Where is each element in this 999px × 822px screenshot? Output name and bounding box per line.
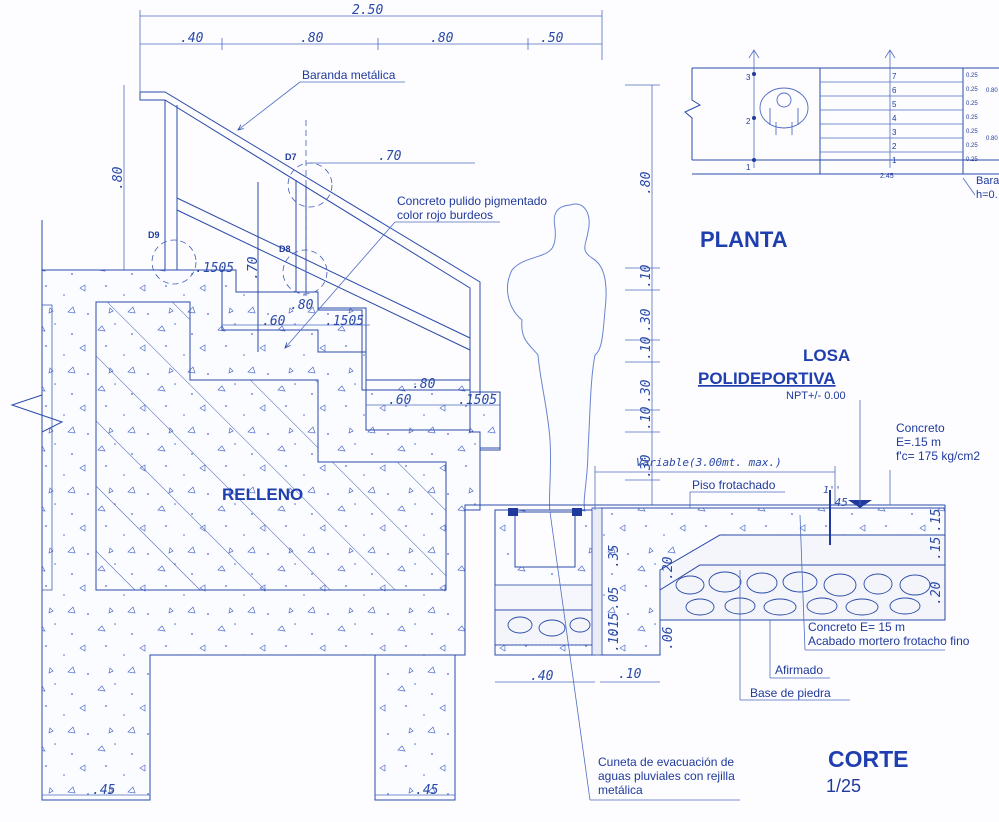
dim-g-10b: .10 — [618, 667, 642, 682]
note-base-piedra: Base de piedra — [750, 686, 831, 700]
plan-baranda-2: h=0. — [976, 189, 998, 201]
dim-d7-70: .70 — [378, 149, 402, 164]
npt-label: NPT+/- 0.00 — [786, 390, 846, 402]
plan-dim-245: 2.45 — [880, 173, 894, 180]
plan-axis-1: 1 — [746, 163, 751, 172]
note-concreto-pulido-2: color rojo burdeos — [397, 208, 493, 222]
plan-dim-e: 0.25 — [966, 129, 978, 135]
plan-step-3: 3 — [892, 128, 897, 137]
plan-dim-b: 0.25 — [966, 87, 978, 93]
title-planta: PLANTA — [700, 227, 788, 252]
note-concreto-bottom-1: Concreto E= 15 m — [808, 620, 905, 634]
dim-r-30a: .30 — [639, 308, 654, 332]
dim-g-40: .40 — [530, 669, 554, 684]
plan-step-2: 2 — [892, 142, 897, 151]
detail-d7-circle — [287, 162, 333, 208]
dim-step-80a: .80 — [290, 298, 314, 313]
note-cuneta-1: Cuneta de evacuación de — [598, 755, 734, 769]
dim-r-30b: .30 — [639, 379, 654, 403]
dim-c-45: .45 — [828, 496, 848, 509]
dim-variable: Variable(3.00mt. max.) — [636, 456, 782, 469]
title-corte: CORTE — [828, 746, 909, 772]
metal-railing — [139, 91, 481, 395]
dim-step-60b: .60 — [388, 393, 412, 408]
detail-d9-circle — [151, 239, 197, 285]
dim-step-1505b: .1505 — [458, 393, 497, 408]
dim-right-80: .80 — [639, 171, 654, 195]
detail-d7-label: D7 — [285, 152, 297, 162]
plan-axis-2: 2 — [746, 117, 751, 126]
corte-scale: 1/25 — [826, 776, 861, 796]
plan-step-7: 7 — [892, 72, 897, 81]
note-piso: Piso frotachado — [692, 478, 776, 492]
dim-step-1505a: .1505 — [325, 314, 364, 329]
dim-80b: .80 — [430, 31, 454, 46]
dim-step-80b: .80 — [412, 377, 436, 392]
dim-r-10a: .10 — [639, 264, 654, 288]
dim-f-45a: .45 — [92, 783, 116, 798]
human-figure — [507, 203, 607, 513]
dim-step-60a: .60 — [262, 314, 286, 329]
dim-f-45b: .45 — [415, 783, 439, 798]
dim-g-35: .35 — [607, 544, 622, 568]
note-baranda: Baranda metálica — [302, 68, 396, 82]
dim-40: .40 — [180, 31, 204, 46]
plan-dim-c: 0.25 — [966, 101, 978, 107]
plan-dim-g: 0.25 — [966, 157, 978, 163]
plan-dim-d: 0.25 — [966, 115, 978, 121]
note-cuneta-2: aguas pluviales con rejilla — [598, 769, 735, 783]
plan-step-1: 1 — [892, 156, 897, 165]
dim-c-20: .20 — [929, 581, 944, 605]
dim-g-05: .05 — [607, 586, 622, 610]
dim-c-15b: .15 — [929, 536, 944, 560]
dim-g-20: .20 — [661, 556, 676, 580]
title-losa: LOSA — [803, 346, 850, 365]
dim-50: .50 — [540, 31, 564, 46]
dim-g-06: .06 — [661, 626, 676, 650]
title-relleno: RELLENO — [222, 485, 303, 504]
plan-dim-a: 0.25 — [966, 73, 978, 79]
note-concreto-right-3: f'c= 175 kg/cm2 — [896, 449, 980, 463]
dim-total-top: 2.50 — [352, 3, 383, 18]
note-afirmado: Afirmado — [775, 663, 823, 677]
note-cuneta-3: metálica — [598, 783, 643, 797]
note-concreto-bottom-2: Acabado mortero frotacho fino — [808, 634, 970, 648]
dim-g-10: .10 — [607, 628, 622, 652]
dim-c-15a: .15 — [929, 508, 944, 532]
plan-step-6: 6 — [892, 86, 897, 95]
note-concreto-right-1: Concreto — [896, 421, 945, 435]
dim-v-70: .70 — [246, 256, 261, 280]
dim-g-15: .15 — [607, 612, 622, 636]
dim-c-1: 1'' — [823, 485, 841, 496]
dim-d9-1505: .1505 — [195, 261, 234, 276]
dim-left-80: .80 — [111, 166, 126, 190]
plan-step-5: 5 — [892, 100, 897, 109]
plan-step-4: 4 — [892, 114, 897, 123]
top-dimensions: 2.50 .40 .80 .80 .50 — [139, 3, 603, 95]
plan-view: 3 2 1 7 6 5 4 3 2 1 0.25 0.25 0.25 0.25 … — [684, 49, 999, 201]
plan-side-a: 0.80 — [986, 88, 998, 94]
plan-side-b: 0.80 — [986, 136, 998, 142]
plan-axis-3: 3 — [746, 73, 751, 82]
plan-baranda-1: Bara — [976, 175, 999, 187]
note-concreto-right-2: E=.15 m — [896, 435, 941, 449]
detail-d9-label: D9 — [148, 230, 160, 240]
title-polideportiva: POLIDEPORTIVA — [698, 369, 836, 388]
detail-d8-circle — [282, 249, 328, 295]
dim-r-10c: .10 — [639, 406, 654, 430]
detail-d8-label: D8 — [279, 244, 291, 254]
plan-dim-f: 0.25 — [966, 143, 978, 149]
note-concreto-pulido-1: Concreto pulido pigmentado — [397, 194, 547, 208]
dim-r-10b: .10 — [639, 336, 654, 360]
dim-80a: .80 — [300, 31, 324, 46]
